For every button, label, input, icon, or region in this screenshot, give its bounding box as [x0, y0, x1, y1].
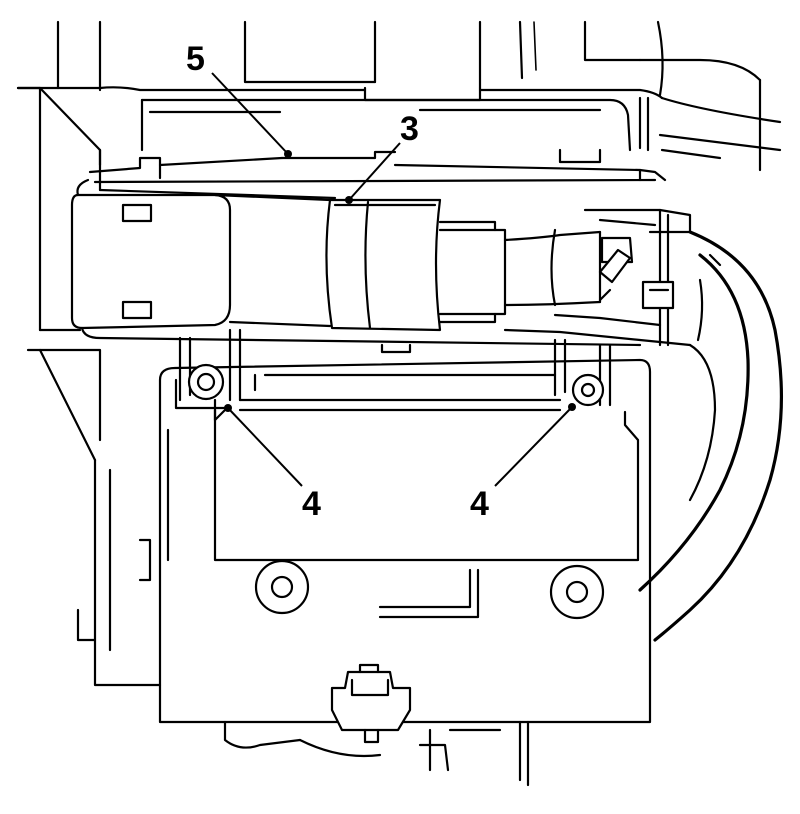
lower-module — [158, 358, 652, 724]
callout-3: 3 — [400, 110, 419, 148]
upper-rail — [88, 150, 667, 184]
upper-background-structure — [16, 20, 782, 172]
callout-4-left-dot — [224, 404, 232, 412]
callout-5-dot — [284, 150, 292, 158]
callout-labels: 5 3 4 4 — [186, 40, 489, 523]
callout-5-leader — [211, 72, 289, 155]
callout-4-right-dot — [568, 403, 576, 411]
callout-5: 5 — [186, 40, 205, 78]
callout-4-left-leader — [227, 407, 303, 487]
callout-4-left: 4 — [302, 485, 321, 523]
connector-housing — [70, 178, 692, 347]
wiring-harness — [638, 230, 783, 642]
left-background-block — [16, 86, 162, 687]
callout-3-leader — [348, 142, 401, 201]
callout-4-right-leader — [494, 406, 573, 487]
callout-3-dot — [345, 196, 353, 204]
callout-leaders — [211, 72, 576, 487]
callout-4-right: 4 — [470, 485, 489, 523]
bottom-connector — [223, 663, 530, 787]
